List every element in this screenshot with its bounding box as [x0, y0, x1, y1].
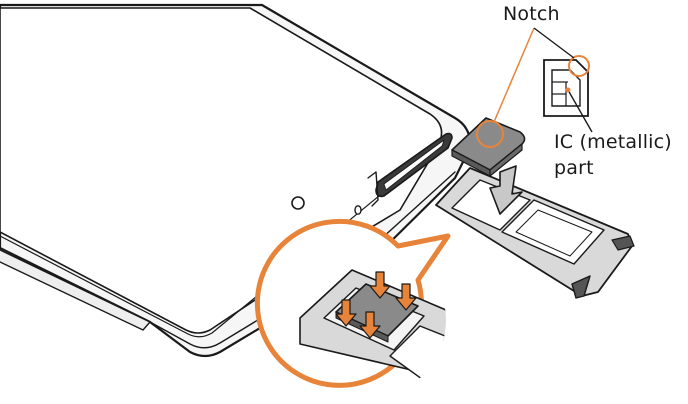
notch-leader-left — [494, 28, 534, 122]
sim-tray — [436, 168, 634, 298]
magnified-inset — [257, 221, 470, 392]
camera-hole — [292, 197, 304, 209]
ic-part-label: part — [554, 157, 594, 179]
ic-metallic-label: IC (metallic) — [554, 131, 672, 153]
eject-hole — [355, 206, 361, 214]
notch-leader-right — [534, 28, 574, 58]
ic-leader-dot — [566, 88, 571, 93]
sim-detail — [544, 60, 588, 116]
notch-label: Notch — [503, 3, 560, 25]
